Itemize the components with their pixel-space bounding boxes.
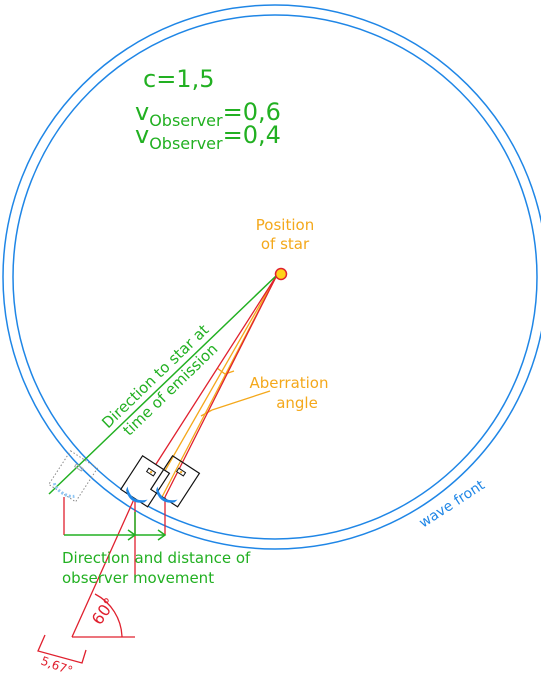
observer-2-lens bbox=[156, 486, 178, 503]
red-line-1 bbox=[134, 274, 278, 498]
red-extension-line bbox=[71, 496, 136, 638]
aberration-label-line2: angle bbox=[276, 394, 318, 412]
movement-arrowhead-1 bbox=[127, 529, 137, 541]
param-c: c=1,5 bbox=[143, 65, 214, 93]
angle-60-label: 60° bbox=[88, 594, 120, 628]
param-v1: vObserver=0,6 bbox=[135, 98, 281, 130]
param-v2: vObserver=0,4 bbox=[135, 121, 281, 153]
angle-60-arc bbox=[94, 593, 123, 638]
direction-line bbox=[48, 274, 278, 495]
star-label-line2: of star bbox=[261, 235, 310, 253]
aberration-line-1 bbox=[149, 274, 278, 498]
observer-2 bbox=[149, 455, 201, 508]
movement-label-line2: observer movement bbox=[62, 569, 214, 587]
movement-label-line1: Direction and distance of bbox=[62, 549, 251, 567]
red-line-2 bbox=[164, 274, 278, 498]
angle-567-bracket bbox=[37, 634, 87, 664]
movement-arrowhead-2 bbox=[157, 529, 167, 541]
angle-567-label: 5,67° bbox=[39, 654, 75, 678]
star-marker bbox=[274, 267, 288, 281]
aberration-marker bbox=[200, 409, 213, 417]
wave-front-outer bbox=[2, 4, 541, 550]
wave-front-label: wave front bbox=[416, 477, 488, 531]
observer-1 bbox=[119, 455, 171, 508]
star-label-line1: Position bbox=[256, 216, 314, 234]
aberration-label-line1: Aberration bbox=[249, 374, 328, 392]
observer-1-lens bbox=[126, 486, 148, 503]
aberration-arrow bbox=[216, 367, 235, 375]
aberration-leader bbox=[211, 390, 271, 411]
wave-front-inner bbox=[12, 14, 538, 540]
